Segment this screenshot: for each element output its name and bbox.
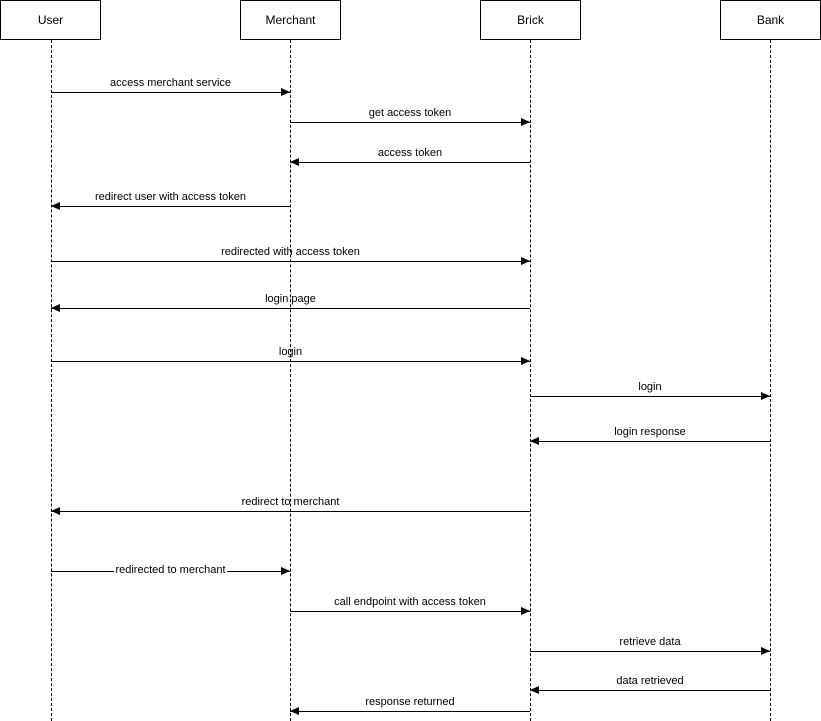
message-label: retrieve data bbox=[619, 636, 681, 648]
lifeline-merchant bbox=[290, 40, 291, 721]
message-label: data retrieved bbox=[616, 675, 684, 687]
message-line bbox=[290, 122, 530, 123]
arrowhead-right-icon bbox=[521, 257, 530, 265]
message-line bbox=[530, 396, 770, 397]
participant-box-brick[interactable]: Brick bbox=[480, 0, 581, 40]
arrowhead-left-icon bbox=[51, 304, 60, 312]
message-line bbox=[530, 651, 770, 652]
arrowhead-right-icon bbox=[521, 118, 530, 126]
lifeline-brick bbox=[530, 40, 531, 721]
arrowhead-left-icon bbox=[51, 507, 60, 515]
arrowhead-right-icon bbox=[761, 392, 770, 400]
message-label: redirect user with access token bbox=[94, 191, 246, 203]
message-label: get access token bbox=[368, 107, 452, 119]
lifeline-bank bbox=[770, 40, 771, 721]
message-label: response returned bbox=[365, 696, 455, 708]
arrowhead-left-icon bbox=[530, 686, 539, 694]
arrowhead-right-icon bbox=[281, 567, 290, 575]
participant-box-bank[interactable]: Bank bbox=[720, 0, 821, 40]
message-label: redirect to merchant bbox=[241, 496, 340, 508]
arrowhead-left-icon bbox=[530, 437, 539, 445]
message-line bbox=[51, 361, 530, 362]
message-line bbox=[290, 711, 530, 712]
message-label: call endpoint with access token bbox=[334, 596, 486, 608]
message-label: login response bbox=[614, 426, 686, 438]
arrowhead-left-icon bbox=[51, 202, 60, 210]
arrowhead-right-icon bbox=[521, 357, 530, 365]
message-line bbox=[530, 441, 770, 442]
message-label: access merchant service bbox=[109, 77, 232, 89]
participant-box-merchant[interactable]: Merchant bbox=[240, 0, 341, 40]
message-line bbox=[530, 690, 770, 691]
message-label-text: redirected to merchant bbox=[114, 564, 227, 576]
message-line bbox=[51, 511, 530, 512]
participant-box-user[interactable]: User bbox=[0, 0, 101, 40]
arrowhead-right-icon bbox=[281, 88, 290, 96]
participant-label-brick: Brick bbox=[517, 13, 544, 27]
message-line bbox=[51, 206, 290, 207]
message-label: redirected with access token bbox=[221, 246, 360, 258]
message-label: redirected to merchant bbox=[51, 564, 290, 576]
message-line bbox=[51, 308, 530, 309]
message-line bbox=[290, 611, 530, 612]
arrowhead-right-icon bbox=[521, 607, 530, 615]
message-line bbox=[290, 162, 530, 163]
message-label: login bbox=[638, 381, 662, 393]
message-line bbox=[51, 92, 290, 93]
arrowhead-right-icon bbox=[761, 647, 770, 655]
participant-label-bank: Bank bbox=[756, 13, 785, 27]
message-label: login bbox=[278, 346, 303, 358]
participant-label-merchant: Merchant bbox=[265, 13, 316, 27]
lifeline-user bbox=[51, 40, 52, 721]
message-label: access token bbox=[377, 147, 443, 159]
message-label: login page bbox=[265, 293, 316, 305]
arrowhead-left-icon bbox=[290, 707, 299, 715]
message-line bbox=[51, 261, 530, 262]
participant-label-user: User bbox=[37, 13, 64, 27]
arrowhead-left-icon bbox=[290, 158, 299, 166]
